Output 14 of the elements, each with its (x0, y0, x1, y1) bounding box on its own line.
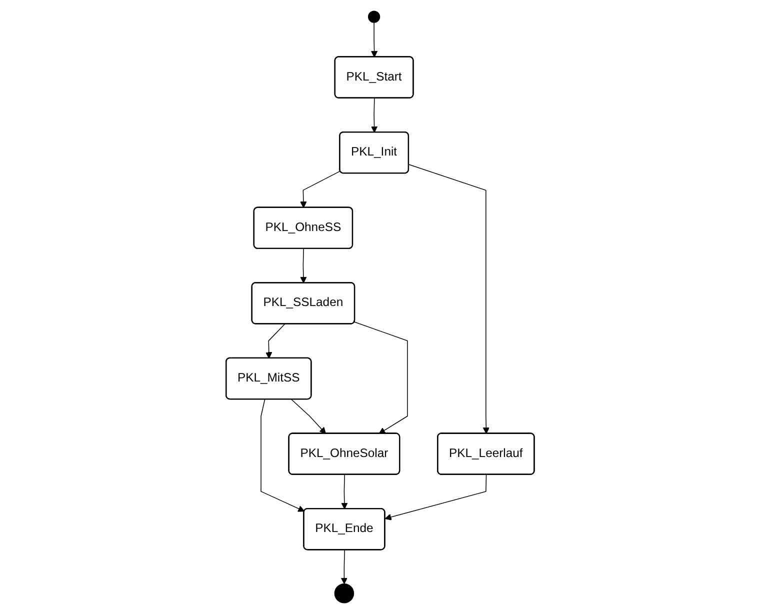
arrow (300, 170, 342, 208)
arrow (266, 324, 286, 359)
arrow (341, 474, 348, 510)
arrow (341, 550, 348, 584)
arrow (291, 399, 326, 434)
node-circle (334, 583, 354, 604)
arrow (371, 22, 378, 58)
arrow (354, 322, 408, 434)
arrow (371, 98, 378, 133)
arrow (260, 399, 306, 512)
node-circle (368, 10, 380, 23)
arrow (408, 164, 490, 434)
arrow (300, 248, 308, 284)
arrow (385, 474, 488, 520)
